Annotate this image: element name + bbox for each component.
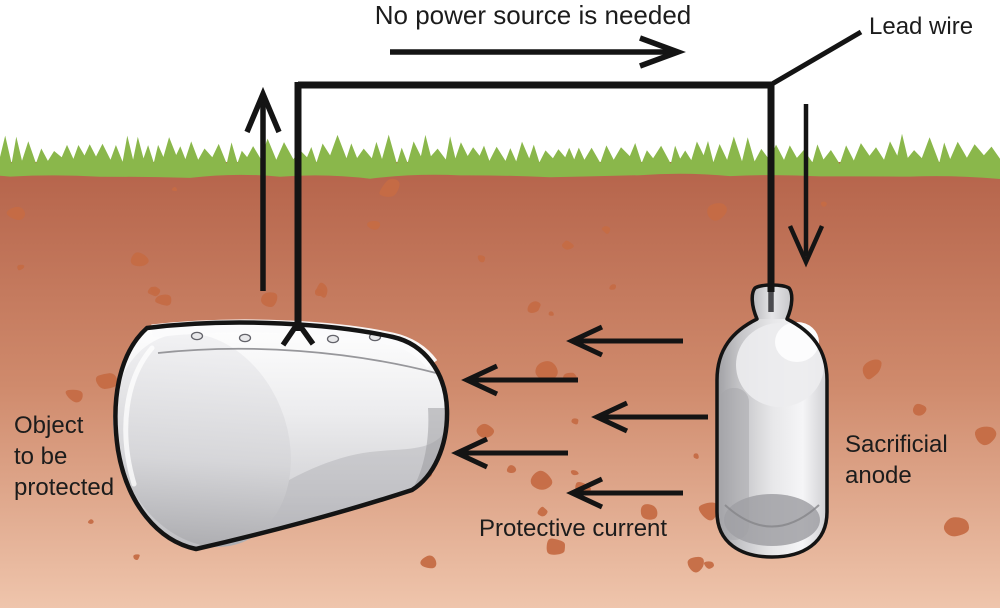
soil-speckle <box>570 470 579 476</box>
soil-speckle <box>609 284 617 290</box>
soil-speckle <box>130 252 149 267</box>
sacrificial-anode-label-line1: Sacrificial <box>845 431 948 458</box>
arrows <box>244 35 825 510</box>
wires <box>280 29 863 347</box>
anode-highlight-bright <box>775 322 819 362</box>
anode-bottom-shadow <box>724 494 820 546</box>
protective-current-arrow <box>461 363 578 397</box>
protective-current-arrow <box>451 436 568 470</box>
soil-speckle <box>17 264 25 271</box>
soil-speckle <box>95 373 118 389</box>
soil-speckle <box>546 538 566 555</box>
soil-speckle <box>820 201 827 207</box>
soil-speckle <box>150 286 161 295</box>
object-protected-label-line2: to be <box>14 443 67 470</box>
protective-current-arrows <box>451 324 708 510</box>
object-protected-label-line1: Object <box>14 412 84 439</box>
soil-speckle <box>476 423 495 438</box>
soil-speckle <box>65 389 83 403</box>
tank-face-highlight <box>123 345 155 487</box>
protective-current-arrow <box>566 476 683 510</box>
tank-rivets <box>190 331 382 344</box>
soil-speckle <box>530 470 553 490</box>
tank-seam-line <box>157 347 437 374</box>
soil-speckle <box>687 556 704 573</box>
protected-tank <box>113 319 450 552</box>
arrowhead-down-icon <box>787 225 825 268</box>
arrowhead-right-icon <box>639 35 686 69</box>
soil-speckle <box>693 453 699 459</box>
soil-speckle <box>155 294 172 306</box>
soil-speckle <box>367 220 381 230</box>
soil-speckle <box>537 506 548 517</box>
anode-bottom-rim <box>724 504 820 528</box>
soil-speckle <box>548 311 554 316</box>
tank-front-face <box>113 333 291 547</box>
soil-speckle <box>261 292 278 308</box>
soil-speckle <box>171 187 178 192</box>
soil-speckle <box>601 226 611 234</box>
current-up-arrow <box>244 86 282 291</box>
soil-speckle <box>477 255 486 263</box>
soil-speckle <box>87 519 94 524</box>
soil-speckle <box>506 465 517 473</box>
soil-speckle <box>6 206 26 221</box>
soil-speckle <box>912 403 927 416</box>
sacrificial-anode <box>715 283 829 559</box>
lead-wire-label: Lead wire <box>869 13 973 40</box>
grass <box>0 133 1000 179</box>
tank-edge-shading <box>412 408 448 490</box>
soil-speckle <box>707 203 727 221</box>
soil-speckle <box>315 282 328 298</box>
tank-hook <box>280 318 316 347</box>
soil-speckle <box>379 178 400 197</box>
soil-speckle <box>698 502 718 521</box>
soil-speckle <box>420 555 437 569</box>
protective-current-label: Protective current <box>479 515 667 542</box>
anode-outline <box>715 283 829 559</box>
soil-speckle <box>527 301 541 313</box>
circuit-direction-arrow <box>390 35 686 69</box>
soil-speckle <box>535 361 558 381</box>
soil-speckle <box>974 426 997 446</box>
soil-speckle <box>943 517 970 537</box>
no-power-source-label: No power source is needed <box>375 0 692 30</box>
arrowhead-up-icon <box>244 86 282 134</box>
tank-outline <box>113 320 450 552</box>
object-protected-label-line3: protected <box>14 474 114 501</box>
soil-speckle <box>561 240 574 250</box>
soil-speckle <box>571 418 579 425</box>
sacrificial-anode-label-line2: anode <box>845 462 912 489</box>
lead-wire-pointer <box>770 29 863 87</box>
soil-speckle <box>862 359 882 380</box>
protective-current-arrow <box>591 400 708 434</box>
soil-speckle <box>133 554 140 561</box>
current-down-arrow <box>787 104 825 268</box>
soil-speckle <box>640 504 658 520</box>
protective-current-arrow <box>566 324 683 358</box>
soil-speckle <box>703 561 714 569</box>
